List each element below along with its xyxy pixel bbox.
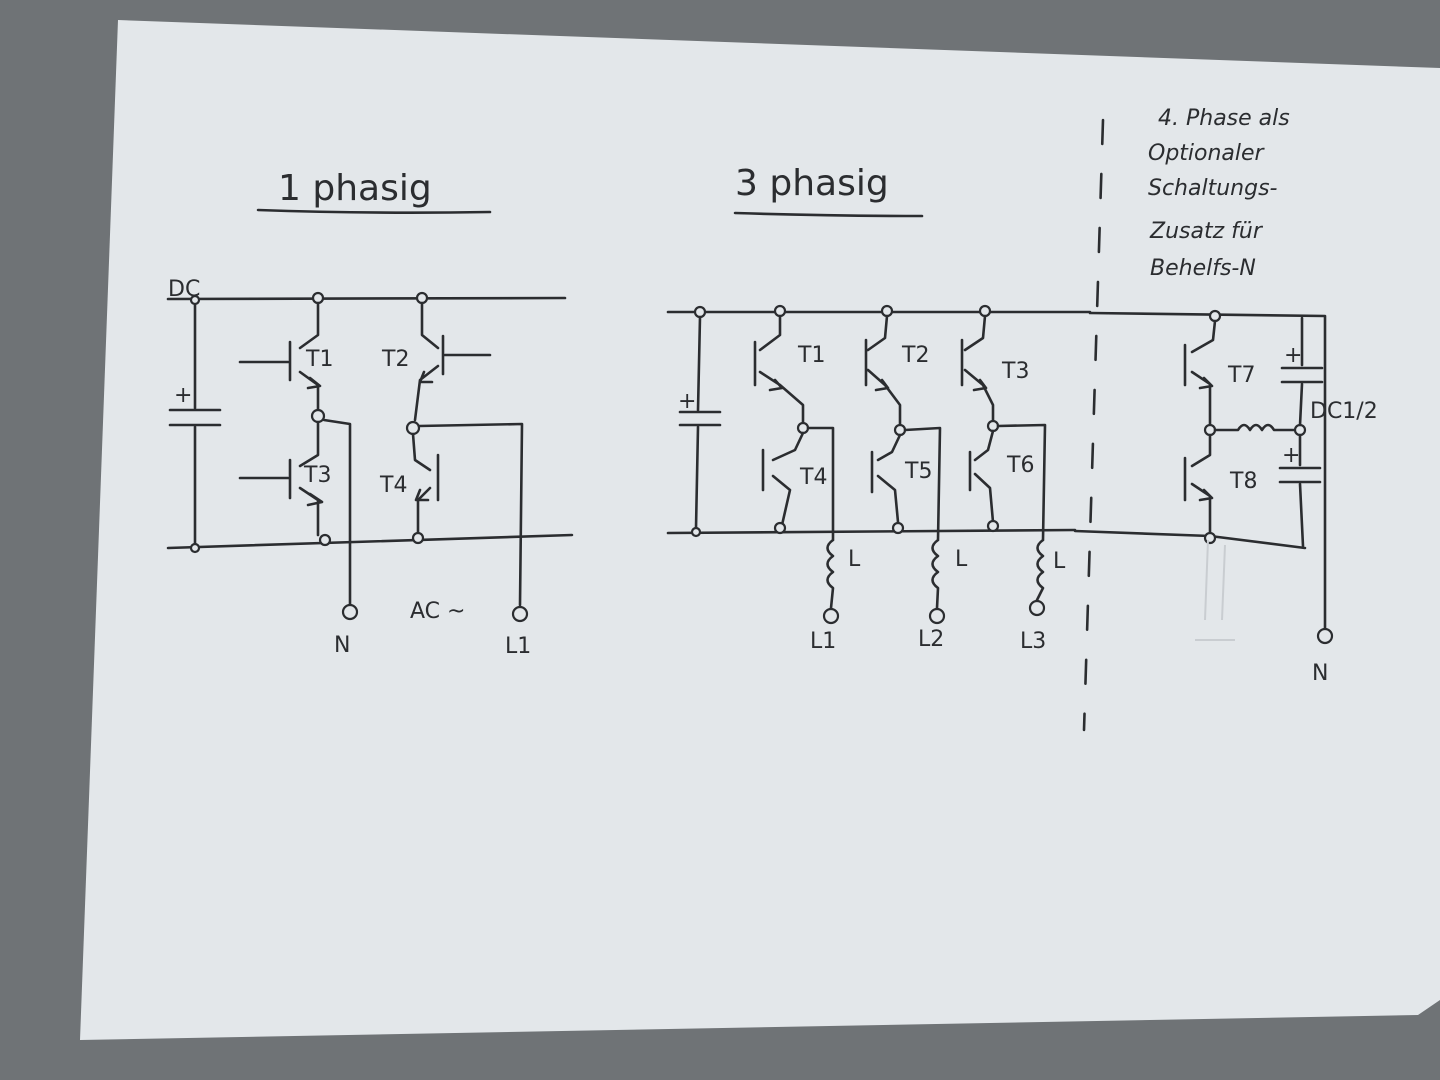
node (978, 304, 992, 318)
node (1203, 531, 1217, 545)
fourth-capacitor-lower (1278, 433, 1322, 548)
node (318, 533, 332, 547)
three-phase-circuit: 3 phasig + T1 T4 L L1 T2 T5 L L2 (666, 163, 1092, 654)
node (773, 521, 787, 535)
label-t1-3ph: T1 (797, 343, 825, 368)
label-t2-3ph: T2 (901, 343, 929, 368)
three-phase-capacitor-plus: + (678, 389, 696, 414)
note-line-2: Optionaler (1148, 141, 1266, 166)
fourth-capacitor-upper-plus: + (1284, 343, 1302, 368)
terminal-n (341, 603, 359, 621)
label-t2: T2 (381, 347, 409, 372)
label-out-l2: L2 (918, 627, 944, 652)
label-t6-3ph: T6 (1006, 453, 1034, 478)
dashed-separator (1082, 118, 1105, 732)
transistor-t2 (864, 314, 902, 427)
transistor-t1 (238, 301, 322, 412)
label-l1: L1 (505, 634, 531, 659)
transistor-t4 (761, 431, 805, 527)
transistor-t4 (411, 432, 440, 537)
node (796, 421, 810, 435)
label-t1: T1 (305, 347, 333, 372)
fourth-capacitor-lower-plus: + (1282, 443, 1300, 468)
node (405, 420, 421, 436)
node (693, 305, 707, 319)
node (1208, 309, 1222, 323)
node (1203, 423, 1217, 437)
label-t7: T7 (1227, 363, 1255, 388)
transistor-t5 (870, 433, 902, 524)
label-n-fourth: N (1312, 661, 1328, 686)
terminal-l3-3ph (1028, 599, 1046, 617)
transistor-t2 (413, 301, 492, 422)
title-three-underline (733, 211, 924, 218)
inductor-l-2: L (955, 547, 968, 572)
node (893, 423, 907, 437)
label-t8: T8 (1229, 469, 1257, 494)
node (880, 304, 894, 318)
note-line-5: Behelfs-N (1150, 256, 1256, 281)
dc-capacitor-plus: + (174, 383, 192, 408)
dc-minus-rail (166, 533, 574, 550)
node (690, 526, 702, 538)
label-ac: AC ~ (410, 599, 465, 624)
node (1293, 423, 1307, 437)
terminal-n-fourth (1316, 627, 1334, 645)
three-phase-capacitor (678, 315, 722, 530)
title-single-underline (256, 208, 492, 214)
transistor-t3 (960, 314, 995, 424)
label-t4-3ph: T4 (799, 465, 827, 490)
paper-sheet (80, 20, 1440, 1040)
note-line-4: Zusatz für (1149, 219, 1264, 244)
transistor-t7 (1183, 319, 1217, 427)
label-dc12: DC1/2 (1310, 399, 1378, 424)
title-three-phase: 3 phasig (735, 163, 889, 204)
terminal-l1 (511, 605, 529, 623)
three-phase-minus-rail (666, 528, 1077, 535)
erased-sketch (1195, 539, 1235, 641)
node (773, 304, 787, 318)
label-out-l1: L1 (810, 629, 836, 654)
title-single-phase: 1 phasig (278, 168, 432, 209)
fourth-phase-circuit: 4. Phase als Optionaler Schaltungs- Zusa… (1073, 106, 1378, 686)
phase2-output-wire (903, 426, 942, 610)
node (189, 542, 201, 554)
phase1-output-wire (806, 426, 835, 610)
node (310, 408, 326, 424)
node (891, 521, 905, 535)
transistor-t6 (968, 429, 995, 524)
fourth-plus-rail (1088, 311, 1327, 632)
note-line-1: 4. Phase als (1158, 106, 1290, 131)
left-midpoint-wire (322, 418, 352, 607)
transistor-t3 (238, 420, 324, 537)
label-n: N (334, 633, 350, 658)
node (311, 291, 325, 305)
node (986, 419, 1000, 433)
node (411, 531, 425, 545)
label-t3: T3 (303, 463, 331, 488)
fourth-inductor (1213, 423, 1300, 432)
node (986, 519, 1000, 533)
transistor-t1 (753, 314, 805, 427)
terminal-l1-3ph (822, 607, 840, 625)
phase3-output-wire (996, 423, 1047, 602)
node (415, 291, 429, 305)
note-line-3: Schaltungs- (1148, 176, 1278, 201)
label-t5-3ph: T5 (904, 459, 932, 484)
label-t4: T4 (379, 473, 407, 498)
inductor-l-1: L (848, 547, 861, 572)
dc-capacitor (168, 298, 222, 550)
label-out-l3: L3 (1020, 629, 1046, 654)
terminal-l2-3ph (928, 607, 946, 625)
dc-plus-rail (166, 296, 567, 301)
node (189, 294, 201, 306)
label-t3-3ph: T3 (1001, 359, 1029, 384)
right-midpoint-wire (417, 422, 524, 607)
single-phase-circuit: 1 phasig DC + T1 T3 N T2 T4 AC ~ L1 (166, 168, 574, 659)
inductor-l-3: L (1053, 549, 1066, 574)
fourth-capacitor-upper (1280, 316, 1324, 427)
transistor-t8 (1183, 433, 1214, 537)
